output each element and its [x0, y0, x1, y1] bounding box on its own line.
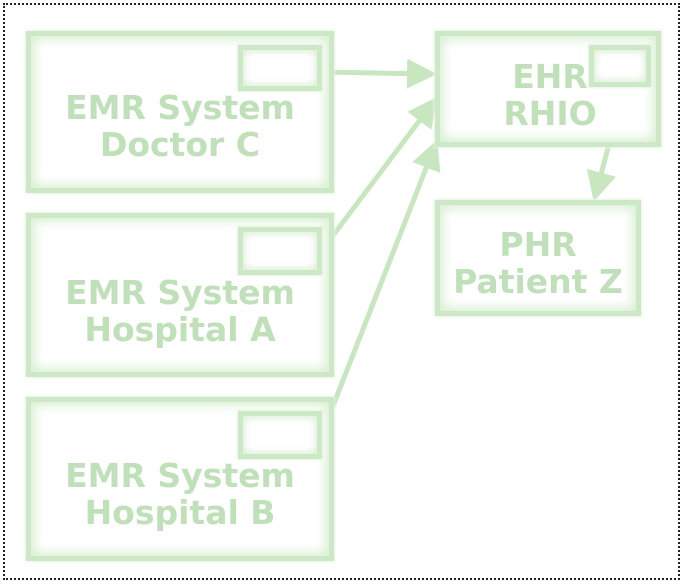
- arrow-hospital-a-to-rhio: [320, 96, 438, 252]
- phr-patient-z-line1: PHR: [499, 225, 577, 264]
- arrow-doctor-c-to-rhio: [321, 58, 437, 89]
- emr-doctor-c-label: EMR System Doctor C: [26, 89, 334, 163]
- emr-hospital-b-line2: Hospital B: [84, 493, 276, 532]
- emr-hospital-a-line1: EMR System: [65, 273, 295, 312]
- ehr-rhio-label: EHR RHIO: [490, 58, 610, 132]
- diagram-frame: [3, 3, 680, 580]
- emr-hospital-b-port: [238, 411, 322, 459]
- emr-hospital-a-line2: Hospital A: [84, 310, 276, 349]
- emr-hospital-a-port: [238, 227, 322, 275]
- emr-doctor-c-line2: Doctor C: [99, 125, 261, 164]
- phr-patient-z-label: PHR Patient Z: [435, 226, 641, 300]
- emr-hospital-a-label: EMR System Hospital A: [26, 274, 334, 348]
- phr-patient-z-box: [435, 200, 641, 316]
- emr-doctor-c-line1: EMR System: [65, 88, 295, 127]
- emr-hospital-b-label: EMR System Hospital B: [26, 457, 334, 531]
- ehr-rhio-line1: EHR: [512, 57, 588, 96]
- ehr-rhio-line2: RHIO: [503, 94, 597, 133]
- phr-patient-z-line2: Patient Z: [453, 262, 623, 301]
- arrow-hospital-b-to-rhio: [319, 139, 441, 435]
- ehr-rhio-port: [589, 45, 651, 87]
- emr-hospital-b-line1: EMR System: [65, 456, 295, 495]
- emr-doctor-c-port: [238, 45, 322, 91]
- emr-system-doctor-c-box: [26, 31, 334, 193]
